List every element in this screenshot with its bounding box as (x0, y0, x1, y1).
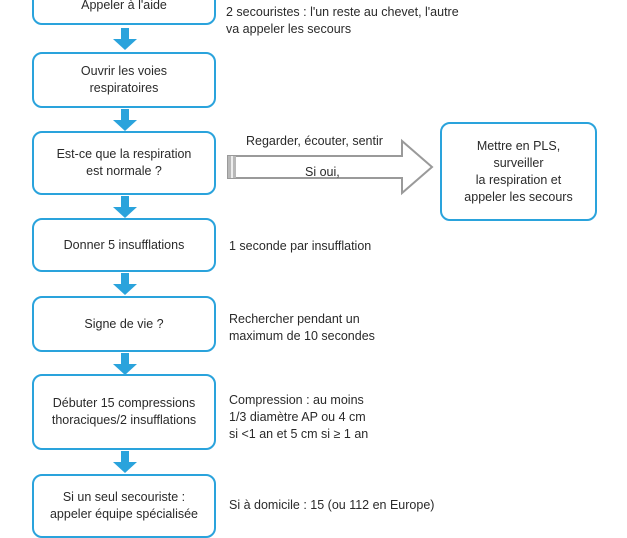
step-signe-de-vie-label: Signe de vie ? (84, 316, 164, 331)
down-arrow-2 (113, 109, 137, 131)
step-compressions: Débuter 15 compressions thoraciques/2 in… (32, 374, 216, 450)
step-respiration-normale: Est-ce que la respiration est normale ? (32, 131, 216, 195)
note-domicile: Si à domicile : 15 (ou 112 en Europe) (229, 498, 435, 512)
step-donner-insufflations-label: Donner 5 insufflations (63, 237, 185, 252)
arrow-inner-label: Si oui, (305, 165, 340, 179)
note-insufflation: 1 seconde par insufflation (229, 239, 372, 253)
step-seul-secouriste-label: Si un seul secouriste : appeler équipe s… (49, 490, 199, 521)
down-arrow-4 (113, 273, 137, 295)
note-compressions: Compression : au moins 1/3 diamètre AP o… (229, 393, 369, 441)
note-signe: Rechercher pendant un maximum de 10 seco… (229, 312, 375, 343)
down-arrow-1 (113, 28, 137, 50)
right-hollow-arrow (227, 138, 434, 196)
step-compressions-label: Débuter 15 compressions thoraciques/2 in… (51, 396, 197, 427)
step-signe-de-vie: Signe de vie ? (32, 296, 216, 352)
down-arrow-5 (113, 353, 137, 375)
top-note: 2 secouristes : l'un reste au chevet, l'… (226, 5, 459, 36)
side-box-pls: Mettre en PLS, surveiller la respiration… (440, 122, 597, 221)
step-appeler-aide: Appeler à l'aide (32, 0, 216, 25)
step-donner-insufflations: Donner 5 insufflations (32, 218, 216, 272)
step-respiration-normale-label: Est-ce que la respiration est normale ? (56, 147, 192, 178)
step-ouvrir-voies: Ouvrir les voies respiratoires (32, 52, 216, 108)
arrow-top-label: Regarder, écouter, sentir (246, 134, 383, 148)
side-box-pls-label: Mettre en PLS, surveiller la respiration… (464, 138, 573, 204)
down-arrow-6 (113, 451, 137, 473)
down-arrow-3 (113, 196, 137, 218)
step-seul-secouriste: Si un seul secouriste : appeler équipe s… (32, 474, 216, 538)
step-appeler-aide-label: Appeler à l'aide (81, 0, 167, 12)
step-ouvrir-voies-label: Ouvrir les voies respiratoires (80, 64, 168, 95)
